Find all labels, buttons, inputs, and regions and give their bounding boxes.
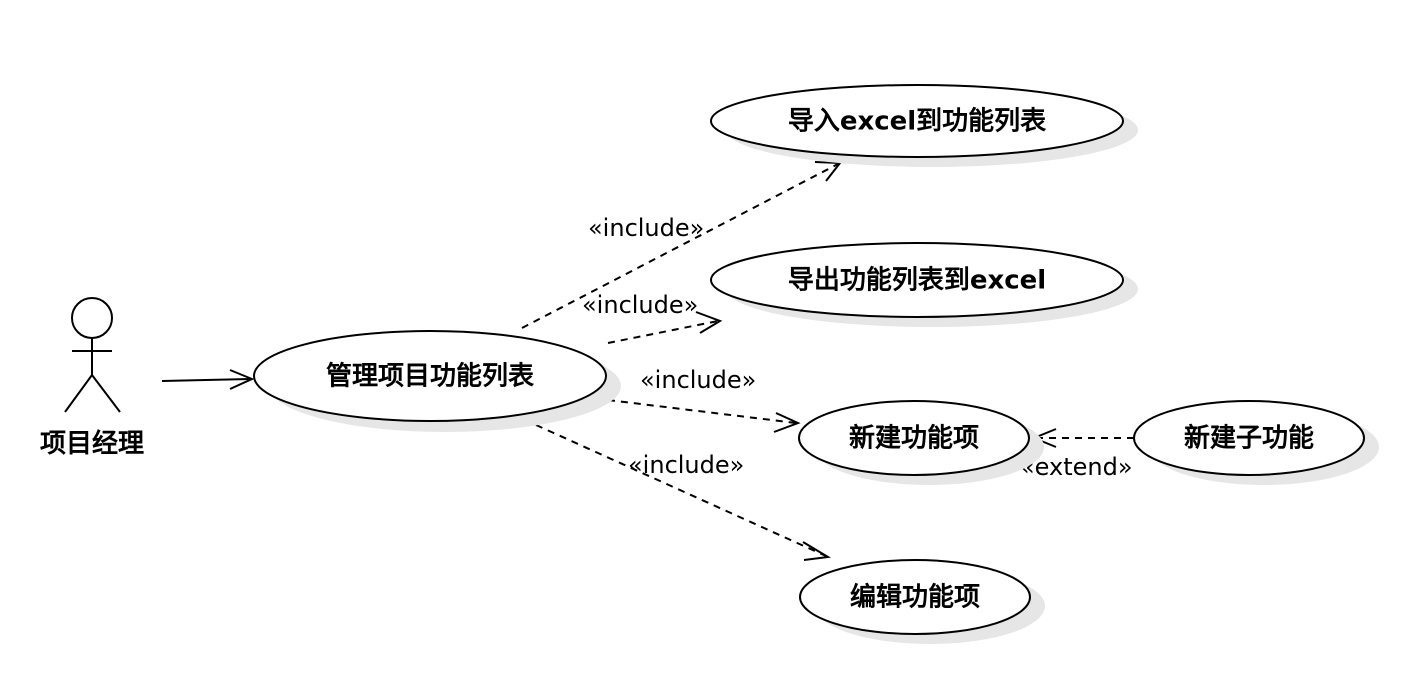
include-label-new-item: «include» (640, 366, 756, 394)
use-case-new-sub-feature[interactable]: 新建子功能 (1133, 400, 1379, 485)
use-case-label: 新建功能项 (849, 423, 979, 454)
include-label-edit: «include» (628, 451, 744, 479)
extend-sub-relation (1031, 428, 1134, 448)
use-case-label: 编辑功能项 (850, 582, 980, 613)
include-label-export: «include» (582, 291, 698, 319)
include-label-import: «include» (588, 214, 704, 242)
use-case-label: 导出功能列表到excel (788, 265, 1046, 296)
include-edit-relation (535, 424, 831, 561)
use-case-export-excel[interactable]: 导出功能列表到excel (710, 242, 1138, 327)
use-case-label: 管理项目功能列表 (326, 361, 535, 392)
use-case-edit-feature-item[interactable]: 编辑功能项 (799, 559, 1045, 644)
actor-head (71, 297, 113, 339)
use-case-new-feature-item[interactable]: 新建功能项 (798, 400, 1044, 485)
use-case-manage-feature-list[interactable]: 管理项目功能列表 (253, 330, 621, 432)
actor-project-manager[interactable]: 项目经理 (40, 297, 144, 459)
include-export-relation (607, 311, 723, 344)
actor-label: 项目经理 (40, 428, 144, 459)
use-case-import-excel[interactable]: 导入excel到功能列表 (710, 84, 1138, 167)
use-case-label: 导入excel到功能列表 (788, 106, 1047, 137)
include-new-item-relation (607, 399, 801, 433)
association-actor-manage (161, 369, 255, 390)
use-case-label: 新建子功能 (1184, 423, 1314, 454)
